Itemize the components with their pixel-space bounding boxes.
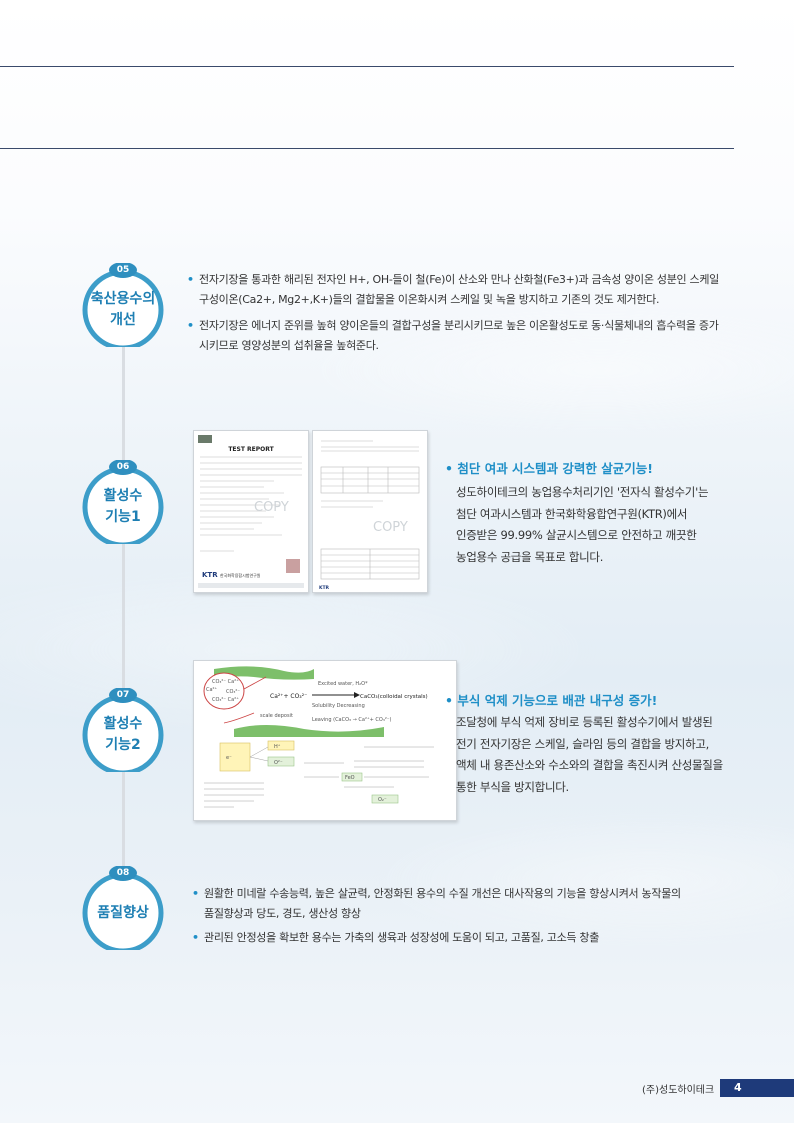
- ion-label: CO₃²⁻: [226, 689, 240, 695]
- badge-ring-icon: [82, 460, 164, 544]
- test-report-document: TEST REPORT COPY KTR 한국화학융합시험연구원: [193, 430, 309, 593]
- section-number: 08: [116, 868, 130, 878]
- para-line: 조달청에 부식 억제 장비로 등록된 활성수기에서 발생된: [456, 715, 713, 729]
- section-07-paragraph: 조달청에 부식 억제 장비로 등록된 활성수기에서 발생된 전기 전자기장은 스…: [456, 712, 776, 798]
- para-line: 첨단 여과시스템과 한국화학융합연구원(KTR)에서: [456, 506, 688, 521]
- para-line: 농업용수 공급을 목표로 합니다.: [456, 549, 604, 564]
- scale-corrosion-diagram: CO₃²⁻ Ca²⁺ Ca²⁺ CO₃²⁻ CO₃²⁻ Ca²⁺ Ca²⁺+ C…: [193, 660, 457, 821]
- section-number: 07: [116, 690, 130, 700]
- bullet-item: •관리된 안정성을 확보한 용수는 가축의 생육과 성장성에 도움이 되고, 고…: [192, 931, 600, 944]
- para-line: 통한 부식을 방지합니다.: [456, 779, 569, 794]
- timeline-connector: [122, 340, 125, 880]
- badge-ring-icon: [82, 263, 164, 347]
- section-08-bullets: •원활한 미네랄 수송능력, 높은 살균력, 안정화된 용수의 수질 개선은 대…: [192, 884, 692, 948]
- solubility-text: Solubility Decreasing: [312, 703, 365, 709]
- o2-label: O₂⁻: [378, 797, 387, 803]
- title-line: 축산용수의: [90, 291, 156, 307]
- section-06-paragraph: 성도하이테크의 농업용수처리기인 '전자식 활성수기'는 첨단 여과시스템과 한…: [456, 482, 756, 568]
- test-result-document: COPY KTR: [312, 430, 428, 593]
- para-line: 성도하이테크의 농업용수처리기인 '전자식 활성수기'는: [456, 485, 709, 499]
- top-rule: [0, 66, 734, 67]
- copy-watermark: COPY: [254, 500, 289, 515]
- section-06-badge: 06 활성수 기능1: [81, 460, 165, 544]
- arrow-text: Excited water, H₂O*: [318, 681, 368, 687]
- footer-company: (주)성도하이테크: [642, 1085, 715, 1096]
- ion-label: CO₃²⁻ Ca²⁺: [212, 679, 239, 685]
- section-07-badge: 07 활성수 기능2: [81, 688, 165, 772]
- bullet-item: •전자기장을 통과한 해리된 전자인 H+, OH-들이 철(Fe)이 산소와 …: [187, 273, 719, 306]
- section-title: 축산용수의 개선: [81, 289, 165, 331]
- section-07-headline: • 부식 억제 기능으로 배관 내구성 증가!: [445, 693, 658, 708]
- badge-ring-icon: [82, 688, 164, 772]
- title-line: 기능1: [105, 509, 141, 525]
- copy-watermark: COPY: [373, 520, 408, 535]
- section-05-bullets: •전자기장을 통과한 해리된 전자인 H+, OH-들이 철(Fe)이 산소와 …: [187, 270, 722, 356]
- title-line: 품질향상: [97, 905, 149, 921]
- ion-label: Ca²⁺: [206, 687, 218, 693]
- feo-label: FeO: [345, 775, 355, 781]
- ktr-logo-sub: 한국화학융합시험연구원: [220, 572, 261, 578]
- leaving-text: Leaving (CaCO₃ → Ca²⁺+ CO₃²⁻): [312, 717, 391, 723]
- ktr-logo: KTR: [319, 585, 330, 591]
- section-title: 활성수 기능1: [81, 486, 165, 528]
- title-line: 활성수: [103, 716, 143, 732]
- ion-label: CO₃²⁻ Ca²⁺: [212, 697, 239, 703]
- fe-label: e⁻: [226, 755, 232, 761]
- title-line: 기능2: [105, 737, 141, 753]
- section-05-badge: 05 축산용수의 개선: [81, 263, 165, 347]
- title-line: 개선: [110, 312, 136, 328]
- section-number: 06: [116, 462, 130, 472]
- bullet-item: •원활한 미네랄 수송능력, 높은 살균력, 안정화된 용수의 수질 개선은 대…: [192, 887, 681, 920]
- title-line: 활성수: [103, 488, 143, 504]
- para-line: 인증받은 99.99% 살균시스템으로 안전하고 깨끗한: [456, 528, 697, 542]
- section-title: 품질향상: [81, 903, 165, 924]
- oxide-label: O²⁻: [274, 760, 283, 766]
- section-06-headline: • 첨단 여과 시스템과 강력한 살균기능!: [445, 461, 653, 476]
- second-rule: [0, 148, 734, 149]
- scale-text: scale deposit: [260, 713, 293, 719]
- para-line: 전기 전자기장은 스케일, 슬라임 등의 결합을 방지하고,: [456, 736, 710, 751]
- reaction-text: Ca²⁺+ CO₃²⁻: [270, 693, 307, 700]
- section-number: 05: [116, 265, 130, 275]
- hplus-label: H⁺: [274, 744, 281, 750]
- page-number: 4: [720, 1079, 794, 1097]
- badge-ring-icon: [82, 866, 164, 950]
- section-08-badge: 08 품질향상: [81, 866, 165, 950]
- section-title: 활성수 기능2: [81, 714, 165, 756]
- para-line: 액체 내 용존산소와 수소와의 결합을 촉진시켜 산성물질을: [456, 758, 723, 772]
- ktr-logo: KTR: [202, 571, 218, 579]
- bullet-item: •전자기장은 에너지 준위를 높혀 양이온들의 결합구성을 분리시키므로 높은 …: [187, 319, 719, 352]
- report-title: TEST REPORT: [228, 446, 274, 453]
- product-text: CaCO₃(colloidal crystals): [360, 694, 428, 700]
